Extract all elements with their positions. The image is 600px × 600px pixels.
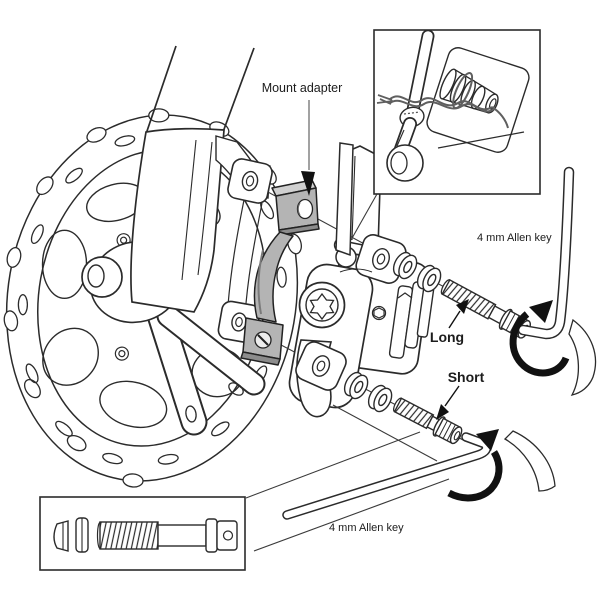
swoosh-upper xyxy=(568,318,597,396)
washer xyxy=(364,382,396,415)
hub-axle xyxy=(81,256,123,298)
hydraulic-hose xyxy=(335,142,354,257)
fork-mount-tab-upper xyxy=(227,158,273,204)
mount-adapter-label: Mount adapter xyxy=(262,81,343,95)
hub-spider-arms xyxy=(146,301,266,436)
callout-lines xyxy=(245,404,450,552)
rotation-arrow-upper xyxy=(509,300,570,377)
mount-adapter-arrow xyxy=(301,171,315,196)
brake-caliper xyxy=(288,142,436,418)
rotation-arrow-lower xyxy=(447,429,503,502)
short-callout: Short xyxy=(436,369,485,420)
allen-key-right-label: 4 mm Allen key xyxy=(477,232,552,244)
short-bolt xyxy=(392,397,463,445)
allen-key-bottom-label: 4 mm Allen key xyxy=(329,522,404,534)
long-callout: Long xyxy=(430,299,469,345)
allen-key-lower xyxy=(282,432,492,520)
mount-adapter-part xyxy=(240,179,320,366)
allen-key-upper xyxy=(517,166,575,340)
short-label: Short xyxy=(448,369,485,385)
swoosh-lower xyxy=(503,430,556,492)
long-label: Long xyxy=(430,329,464,345)
mount-adapter-callout: Mount adapter xyxy=(262,81,343,196)
inset-hose-detail xyxy=(350,29,541,241)
inset-bolt-detail xyxy=(39,496,246,571)
